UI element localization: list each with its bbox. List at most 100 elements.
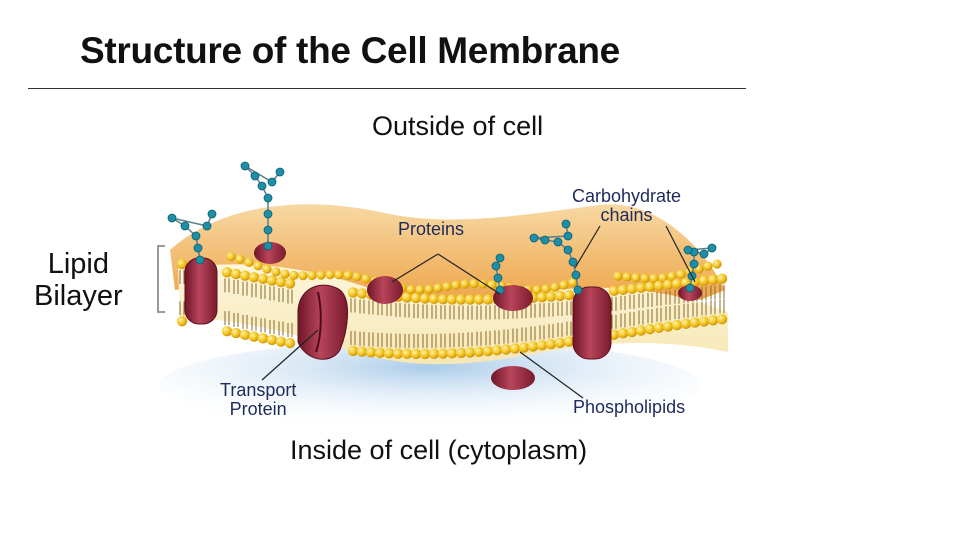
- cytoplasm-shading: [160, 340, 700, 430]
- carbohydrate-bead: [495, 253, 505, 263]
- phospholipid-head: [257, 273, 269, 285]
- phospholipid-head: [401, 292, 413, 303]
- phospholipid-head: [347, 345, 359, 357]
- phospholipid-head: [716, 314, 728, 325]
- carbohydrate-bead: [167, 213, 177, 223]
- phospholipid-head: [221, 267, 233, 278]
- carbohydrate-bead: [529, 233, 539, 243]
- phospholipid-head: [554, 290, 566, 302]
- lipid-bilayer-bracket: [157, 245, 165, 313]
- phospholipid-head: [424, 284, 434, 294]
- carbohydrate-label-line1: Carbohydrate: [572, 186, 682, 206]
- phospholipid-head: [563, 336, 575, 347]
- carbohydrate-bead: [263, 193, 273, 203]
- phospholipid-head: [451, 280, 461, 290]
- slide-title: Structure of the Cell Membrane: [80, 30, 620, 71]
- phospholipid-head: [712, 259, 722, 269]
- carbohydrate-bead: [491, 261, 501, 271]
- pointer-lines: [261, 225, 696, 399]
- phospholipid-head: [437, 348, 449, 359]
- phospholipid-head: [698, 275, 710, 286]
- carbohydrate-bead: [573, 285, 583, 295]
- phospholipid-head: [419, 348, 431, 360]
- phospholipid-head: [563, 289, 575, 301]
- phospholipid-head: [473, 294, 485, 305]
- phospholipid-head: [545, 338, 557, 350]
- phospholipid-head: [428, 293, 440, 305]
- phospholipid-head: [230, 268, 242, 280]
- phospholipid-head: [325, 270, 335, 280]
- phospholipid-head: [653, 280, 665, 291]
- carbohydrate-bead: [191, 231, 201, 241]
- phospholipid-head: [676, 269, 686, 279]
- phospholipid-head: [464, 347, 476, 358]
- phospholipid-head: [613, 271, 623, 281]
- phospholipid-head: [284, 337, 296, 349]
- phospholipid-head: [559, 280, 569, 290]
- phospholipid-head: [307, 270, 317, 281]
- phospholipid-head: [622, 272, 632, 282]
- outside-of-cell-label: Outside of cell: [372, 111, 544, 141]
- carbohydrate-bead: [240, 161, 250, 171]
- phospholipid-head: [374, 347, 386, 359]
- carbohydrate-chains-label: Carbohydrate chains: [572, 187, 681, 225]
- carbohydrate-bead: [207, 209, 217, 219]
- phospholipid-head: [671, 319, 683, 331]
- phospholipid-head: [289, 270, 299, 280]
- carbohydrate-bead: [553, 237, 563, 247]
- phospholipid-head: [271, 267, 281, 277]
- carbohydrate-bead: [195, 255, 205, 265]
- phospholipid-head: [343, 270, 353, 280]
- phospholipid-head: [545, 291, 557, 302]
- phospholipid-head: [464, 294, 476, 305]
- phospholipid-head: [707, 274, 719, 285]
- phospholipid-head: [653, 322, 665, 333]
- phospholipid-head: [527, 341, 539, 352]
- carbohydrate-bead: [568, 257, 578, 267]
- phospholipid-head: [487, 280, 497, 290]
- lipid-tails: [179, 269, 725, 348]
- phospholipid-head: [554, 337, 566, 349]
- carbohydrate-bead: [683, 245, 693, 255]
- phospholipid-head: [266, 334, 278, 346]
- phospholipid-head: [176, 316, 188, 327]
- phospholipid-head: [608, 285, 620, 297]
- phospholipid-head: [500, 344, 512, 355]
- phospholipid-head: [482, 345, 494, 357]
- phospholipid-head: [235, 254, 245, 264]
- phospholipid-head: [617, 284, 629, 296]
- lipid-bilayer-label-line2: Bilayer: [34, 280, 123, 312]
- proteins-label: Proteins: [398, 219, 465, 239]
- phospholipid-head: [356, 288, 368, 299]
- phospholipid-head: [392, 348, 404, 359]
- inside-of-cell-label: Inside of cell (cytoplasm): [290, 435, 588, 465]
- phospholipid-head: [415, 285, 425, 295]
- phospholipid-head: [532, 285, 542, 295]
- phospholipid-head: [262, 264, 272, 274]
- phospholipid-head: [635, 282, 647, 294]
- phospholipid-head: [244, 257, 254, 268]
- carbohydrate-bead: [707, 243, 717, 253]
- phospholipid-head: [316, 270, 326, 280]
- carbohydrate-bead: [561, 219, 571, 229]
- phospholipid-head: [410, 292, 422, 304]
- phospholipid-head: [716, 273, 728, 284]
- phospholipid-head: [226, 252, 236, 262]
- title-underline: [28, 88, 746, 89]
- phospholipid-head: [550, 282, 560, 292]
- carbohydrate-bead: [699, 249, 709, 259]
- peripheral-protein-top: [254, 242, 702, 311]
- transport-label-line2: Protein: [229, 399, 287, 419]
- phospholipid-head: [698, 316, 710, 327]
- phospholipid-head: [662, 321, 674, 332]
- phospholipid-head: [419, 293, 431, 304]
- carbohydrate-bead: [563, 231, 573, 241]
- integral-protein-right: [572, 286, 612, 360]
- carbohydrate-bead: [250, 171, 260, 181]
- phospholipid-head: [442, 281, 452, 292]
- phospholipid-head: [469, 279, 479, 289]
- transport-label-line1: Transport: [220, 380, 297, 400]
- phospholipid-head: [644, 281, 656, 293]
- phospholipid-head: [352, 272, 362, 282]
- phospholipid-head: [703, 261, 713, 271]
